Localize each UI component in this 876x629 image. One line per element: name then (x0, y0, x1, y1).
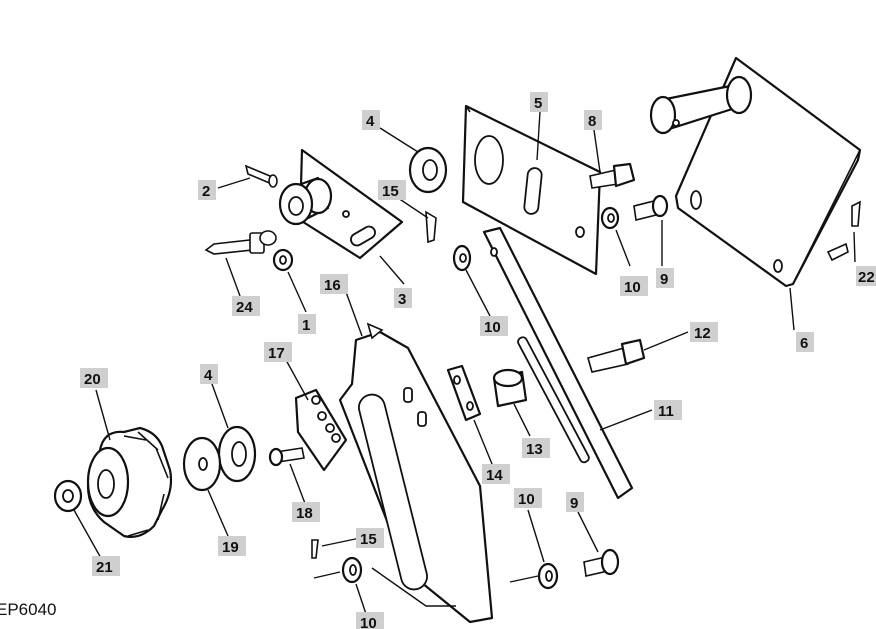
callout-6: 6 (796, 332, 814, 352)
callout-21: 21 (92, 556, 120, 576)
svg-text:4: 4 (366, 113, 375, 130)
callout-17: 17 (264, 342, 292, 362)
svg-text:14: 14 (486, 467, 503, 484)
svg-text:9: 9 (570, 495, 578, 512)
part-18-screw (268, 447, 305, 467)
callout-2: 2 (198, 180, 216, 200)
svg-text:3: 3 (398, 291, 406, 308)
part-15-cotter-pin-top (425, 210, 437, 244)
callout-19: 19 (218, 536, 246, 556)
part-10-washer-bottom-left (341, 556, 363, 584)
svg-text:20: 20 (84, 371, 101, 388)
part-21-nut (53, 479, 83, 513)
part-8-bolt (589, 162, 636, 189)
part-5-plate (461, 104, 602, 276)
part-10-washer-mid (452, 244, 472, 272)
part-19-washer (182, 436, 222, 492)
callout-24: 24 (232, 296, 260, 316)
svg-text:5: 5 (534, 95, 542, 112)
callout-4-bottom: 4 (200, 364, 218, 384)
part-13-spacer (492, 368, 528, 408)
part-4-washer-top (408, 146, 448, 194)
callout-4-top: 4 (362, 110, 380, 130)
part-22-pin (851, 200, 861, 227)
svg-text:21: 21 (96, 559, 113, 576)
svg-text:24: 24 (236, 299, 253, 316)
part-9-pin-top (633, 194, 669, 221)
svg-text:18: 18 (296, 505, 313, 522)
part-10-washer-right (600, 206, 620, 230)
callout-14: 14 (482, 464, 510, 484)
callout-3: 3 (394, 288, 412, 308)
svg-text:22: 22 (858, 269, 875, 286)
svg-text:8: 8 (588, 113, 596, 130)
svg-text:2: 2 (202, 183, 210, 200)
part-10-washer-bottom-right (537, 562, 559, 590)
callout-10-right: 10 (620, 276, 648, 296)
callout-15-bottom: 15 (356, 528, 384, 548)
part-24-screw (204, 230, 277, 255)
svg-text:10: 10 (518, 491, 535, 508)
callout-18: 18 (292, 502, 320, 522)
callout-10-bottom-right: 10 (514, 488, 542, 508)
svg-text:11: 11 (658, 403, 674, 420)
part-16-long-plate (338, 322, 494, 624)
part-12-bolt (587, 338, 646, 373)
svg-text:13: 13 (526, 441, 543, 458)
part-11-slotted-bar (482, 226, 634, 500)
callout-15-top: 15 (378, 180, 406, 200)
part-14-link (446, 364, 482, 422)
callout-13: 13 (522, 438, 550, 458)
callout-12: 12 (690, 322, 718, 342)
callout-10-mid: 10 (480, 316, 508, 336)
part-17-block (294, 388, 348, 472)
leader-lines (73, 111, 856, 615)
part-9-pin-bottom (583, 548, 620, 577)
svg-text:10: 10 (360, 615, 377, 629)
svg-text:10: 10 (484, 319, 501, 336)
svg-text:19: 19 (222, 539, 239, 556)
callout-5: 5 (530, 92, 548, 112)
callout-16: 16 (320, 274, 348, 294)
callout-9-top: 9 (656, 268, 674, 288)
callout-20: 20 (80, 368, 108, 388)
svg-text:1: 1 (302, 317, 310, 334)
part-1-nut (272, 248, 294, 272)
callout-9-bottom: 9 (566, 492, 584, 512)
svg-text:17: 17 (268, 345, 285, 362)
svg-text:4: 4 (204, 367, 213, 384)
part-15-cotter-pin-bottom (311, 539, 319, 559)
callout-10-bottom-left: 10 (356, 612, 384, 629)
callout-11: 11 (654, 400, 682, 420)
svg-text:10: 10 (624, 279, 641, 296)
callout-1: 1 (298, 314, 316, 334)
figure-id: EP6040 (0, 600, 57, 619)
part-20-knob (86, 426, 173, 538)
part-2-pin (244, 164, 278, 188)
part-6-mounting-plate (649, 56, 862, 288)
svg-text:15: 15 (360, 531, 377, 548)
part-4-washer-bottom (217, 425, 257, 483)
svg-text:16: 16 (324, 277, 341, 294)
callout-22: 22 (856, 266, 876, 286)
svg-text:12: 12 (694, 325, 711, 342)
callout-8: 8 (584, 110, 602, 130)
svg-text:6: 6 (800, 335, 808, 352)
part-3-bracket (278, 148, 404, 260)
svg-text:9: 9 (660, 271, 668, 288)
svg-text:15: 15 (382, 183, 399, 200)
